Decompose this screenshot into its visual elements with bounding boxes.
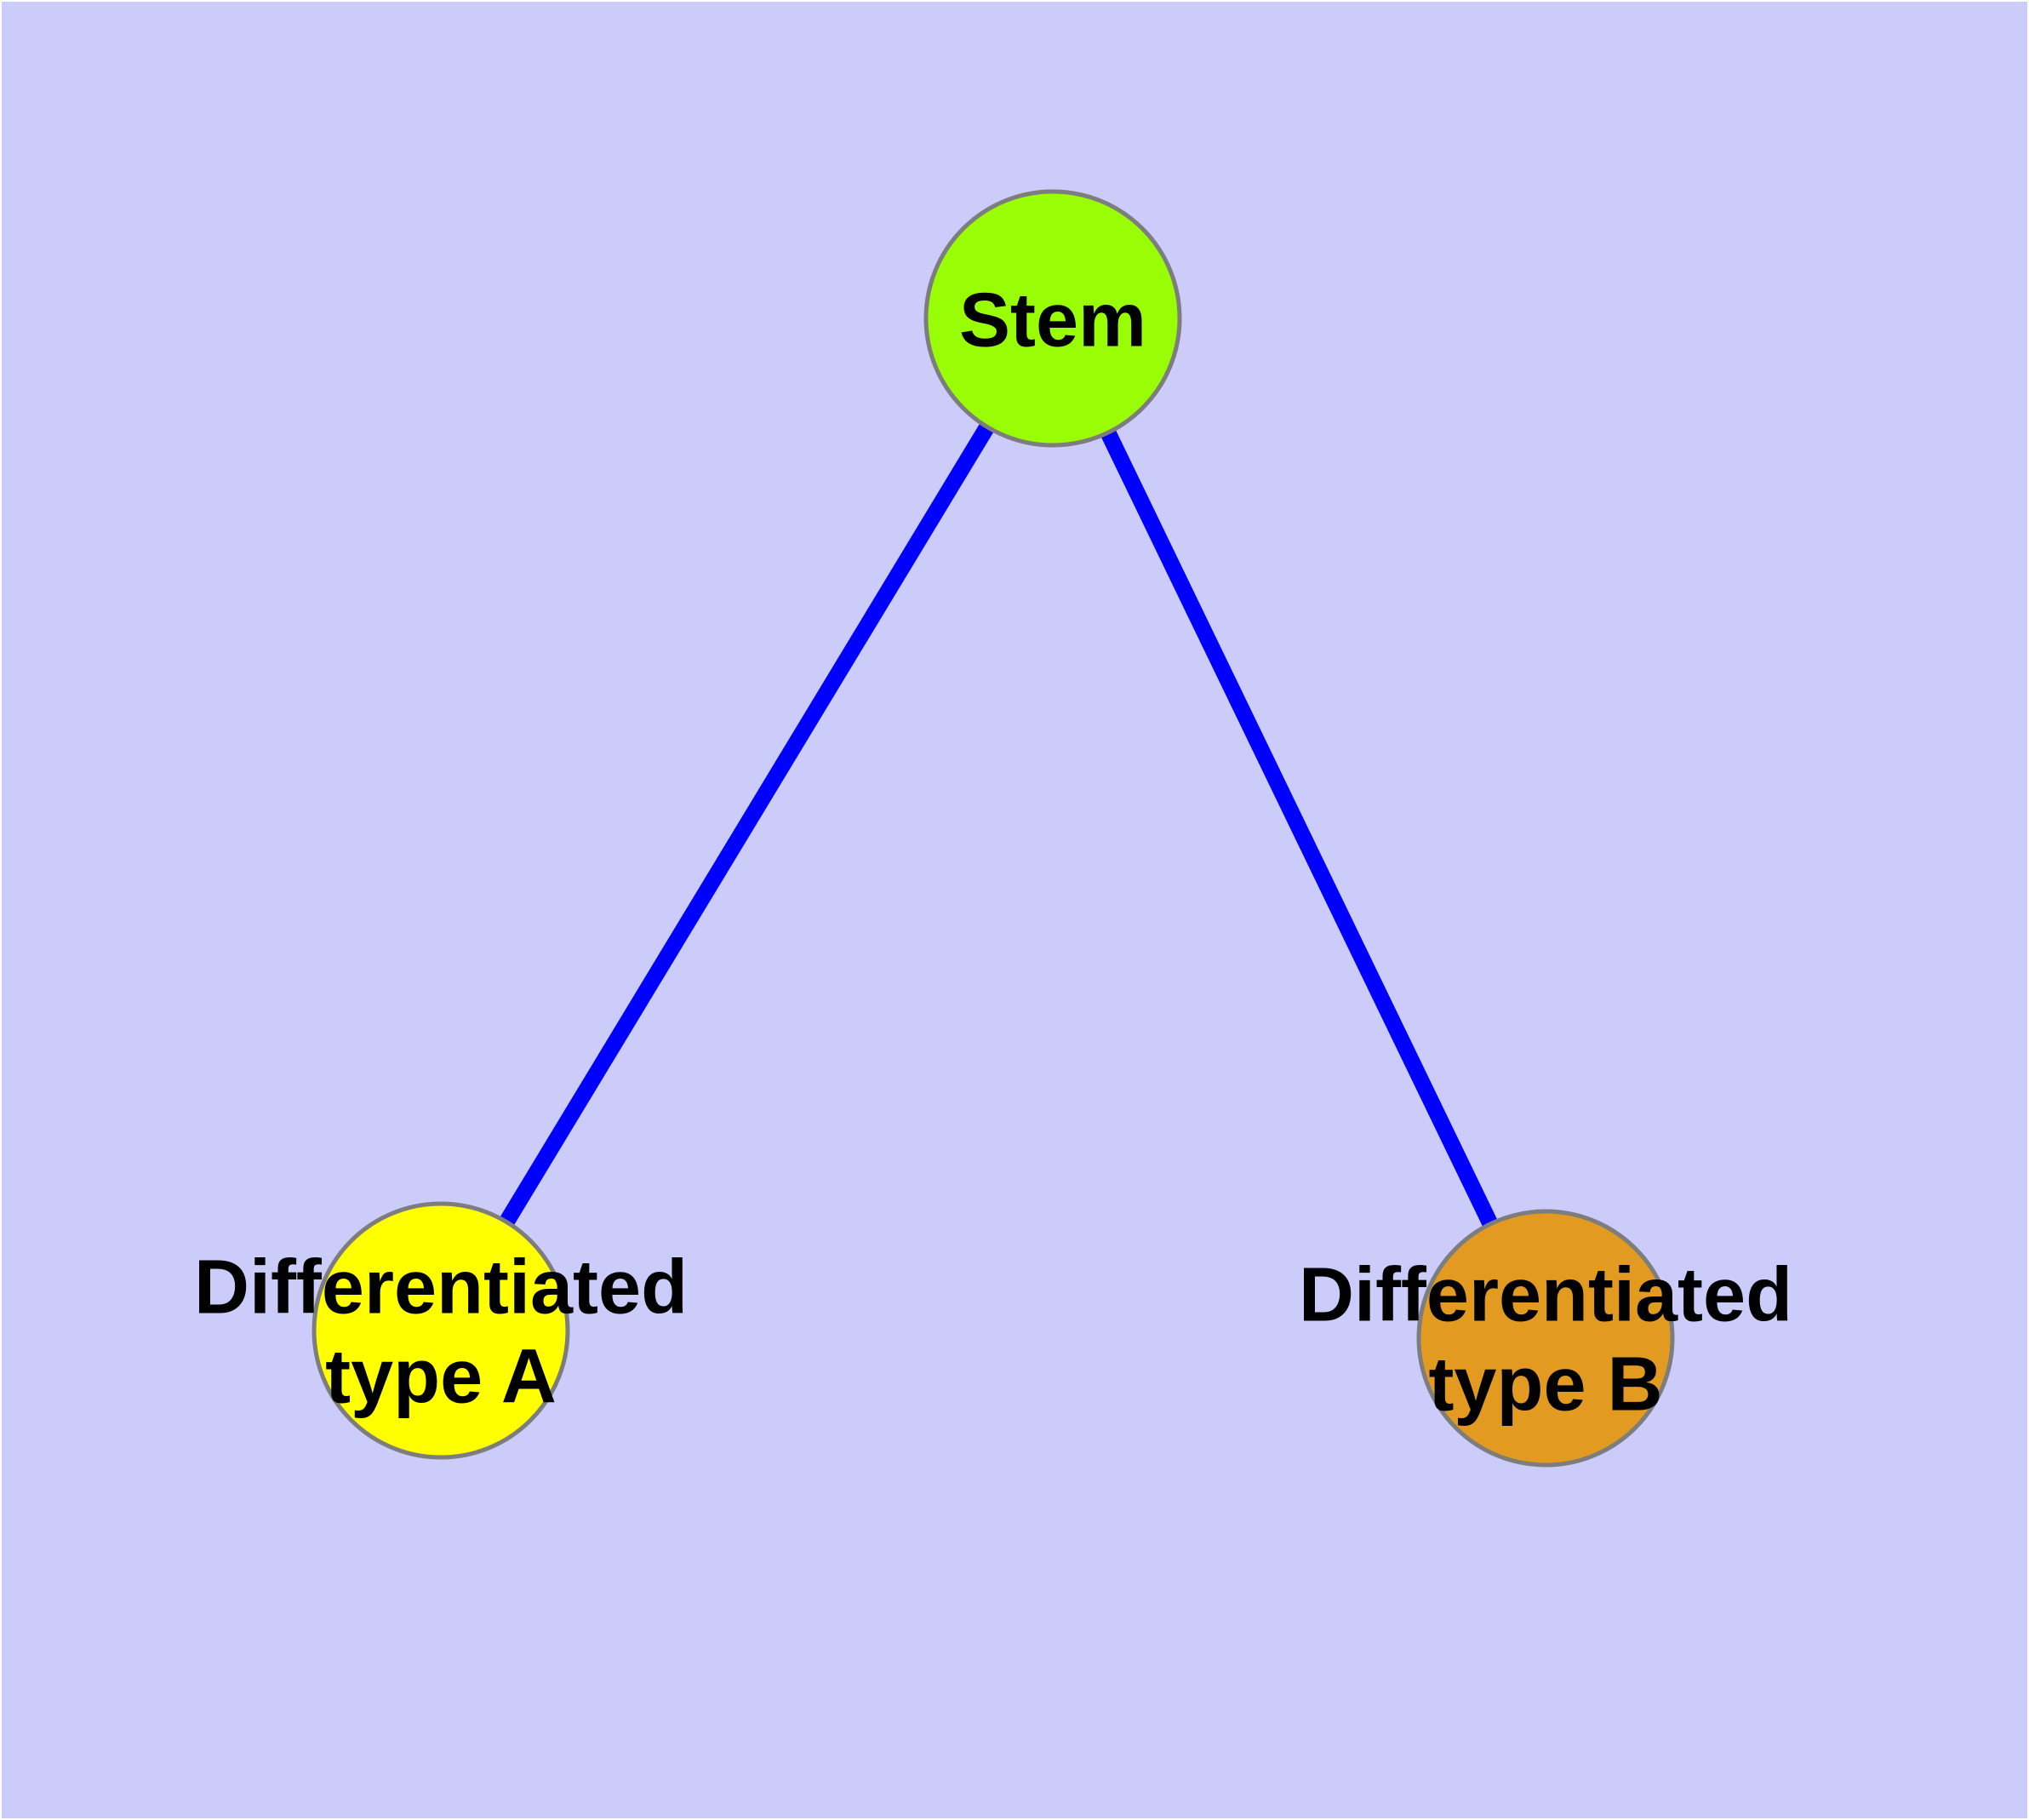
node-differentiated-type-b-circle xyxy=(1416,1209,1675,1468)
edge-stem-to-type-a xyxy=(433,314,1060,1335)
edge-stem-to-type-b xyxy=(1045,314,1553,1342)
node-stem-circle xyxy=(923,189,1182,448)
node-differentiated-type-a-circle xyxy=(311,1201,570,1460)
